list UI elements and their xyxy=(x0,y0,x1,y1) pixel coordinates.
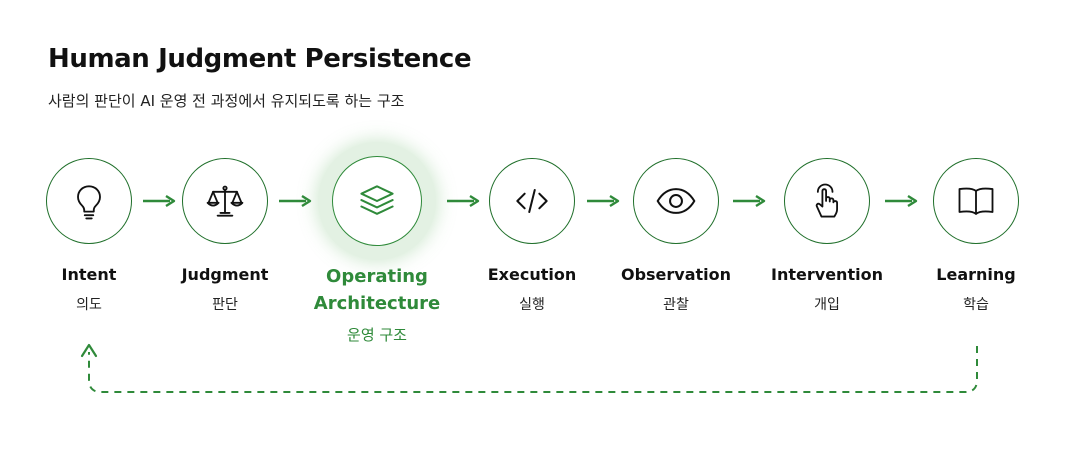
node-label-operating-architecture: Operating Architecture xyxy=(292,263,462,317)
layers-icon xyxy=(360,185,394,215)
node-sub-intervention: 개입 xyxy=(814,297,840,313)
page-title: Human Judgment Persistence xyxy=(48,44,472,74)
node-sub-operating-architecture: 운영 구조 xyxy=(347,326,407,344)
page-subtitle: 사람의 판단이 AI 운영 전 과정에서 유지되도록 하는 구조 xyxy=(48,92,405,110)
node-label-line1: Operating xyxy=(326,266,428,287)
flow-arrow xyxy=(143,194,176,208)
learning-node xyxy=(933,158,1019,244)
operating-architecture-node xyxy=(332,156,422,246)
node-label-learning: Learning xyxy=(936,265,1016,284)
node-label-observation: Observation xyxy=(620,265,732,284)
judgment-node xyxy=(182,158,268,244)
node-label-intent: Intent xyxy=(61,265,117,284)
flow-arrow xyxy=(447,194,480,208)
pointer-hand-icon xyxy=(815,183,838,218)
node-sub-intent: 의도 xyxy=(76,297,102,313)
node-sub-execution: 실행 xyxy=(519,297,545,313)
intent-node xyxy=(46,158,132,244)
node-sub-observation: 관찰 xyxy=(663,297,689,313)
lightbulb-icon xyxy=(77,185,101,220)
observation-node xyxy=(633,158,719,244)
flow-arrow xyxy=(885,194,918,208)
node-label-judgment: Judgment xyxy=(181,265,269,284)
node-sub-learning: 학습 xyxy=(963,297,989,313)
flow-arrow xyxy=(279,194,312,208)
flow-arrow xyxy=(587,194,620,208)
flow-arrow xyxy=(733,194,766,208)
open-book-icon xyxy=(958,187,994,215)
code-icon xyxy=(516,188,548,214)
scales-icon xyxy=(206,185,244,217)
node-label-intervention: Intervention xyxy=(771,265,883,284)
node-label-execution: Execution xyxy=(487,265,577,284)
eye-icon xyxy=(656,188,696,214)
execution-node xyxy=(489,158,575,244)
node-label-line2: Architecture xyxy=(313,293,441,314)
intervention-node xyxy=(784,158,870,244)
node-sub-judgment: 판단 xyxy=(212,297,238,313)
